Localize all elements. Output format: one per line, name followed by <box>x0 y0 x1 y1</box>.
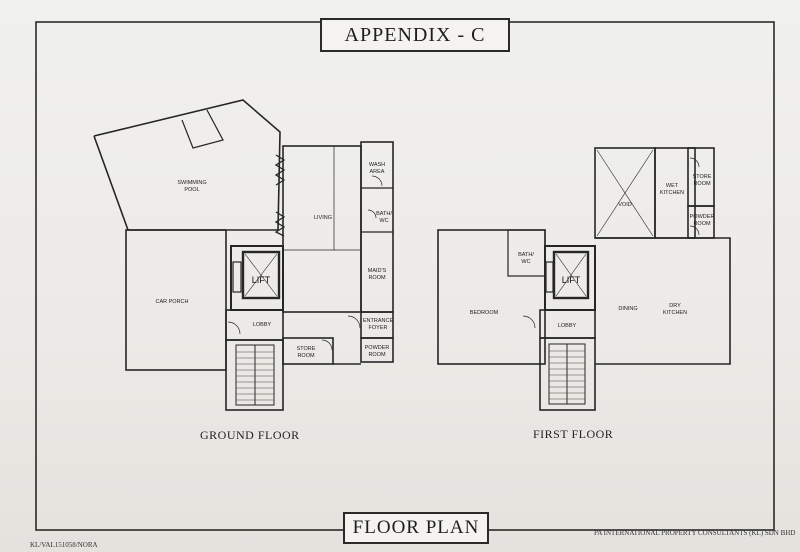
label-maids: MAID'S <box>368 268 387 274</box>
label-maids-room: ROOM <box>368 275 386 281</box>
foyer-door-arc <box>347 315 361 329</box>
label-car-porch: CAR PORCH <box>155 299 188 305</box>
label-dry-kitchen: KITCHEN <box>663 310 687 316</box>
ground-floor-caption: GROUND FLOOR <box>200 428 300 442</box>
label-bath-ff: BATH/ <box>518 252 534 258</box>
appendix-title-box: APPENDIX - C <box>320 18 510 52</box>
staircase-gf <box>225 339 284 411</box>
label-powder-room-ff: ROOM <box>693 221 711 227</box>
living-block <box>282 145 362 313</box>
wash-door-arc <box>371 175 383 187</box>
label-dining: DINING <box>618 306 637 312</box>
label-wash: WASH <box>369 162 385 168</box>
label-powder-ff: POWDER <box>690 214 715 220</box>
lobby-door-arc <box>227 321 241 335</box>
staircase-ff <box>539 337 596 411</box>
stair-treads-gf <box>236 351 274 401</box>
void-x2 <box>596 149 654 237</box>
bedroom-block <box>437 229 546 365</box>
label-living: LIVING <box>314 215 332 221</box>
floor-plan-title: FLOOR PLAN <box>352 517 480 538</box>
label-lift-ff: LIFT <box>562 275 581 285</box>
label-foyer: FOYER <box>369 325 388 331</box>
floor-plan-title-box: FLOOR PLAN <box>343 512 489 544</box>
label-powder-room-gf: ROOM <box>368 352 386 358</box>
car-porch <box>125 229 227 371</box>
dining-outline <box>595 237 731 365</box>
label-bedroom: BEDROOM <box>470 310 499 316</box>
label-wet: WET <box>666 183 679 189</box>
bath-door-arc <box>367 209 377 219</box>
label-lobby-ff: LOBBY <box>558 323 577 329</box>
consultant-name: PA INTERNATIONAL PROPERTY CONSULTANTS (K… <box>594 529 796 537</box>
outer-frame <box>35 21 775 531</box>
stair-treads-ff <box>549 350 585 400</box>
label-void: VOID <box>618 202 631 208</box>
ff-store-door <box>689 157 700 168</box>
store-door-arc <box>321 339 333 351</box>
ff-lobby-door <box>522 315 536 329</box>
label-dry: DRY <box>669 303 681 309</box>
label-store-ff: STORE <box>693 174 712 180</box>
label-entrance: ENTRANCE <box>363 318 394 324</box>
valuation-reference: KL/VAL151058/NORA <box>30 541 98 549</box>
label-wc-gf: WC <box>379 218 388 224</box>
first-floor-labels: VOID WET KITCHEN STORE ROOM POWDER ROOM … <box>470 174 715 329</box>
label-store-room-ff: ROOM <box>693 181 711 187</box>
appendix-title: APPENDIX - C <box>344 23 486 46</box>
powder-room-gf <box>360 337 394 363</box>
label-pool: POOL <box>184 187 199 193</box>
label-swimming: SWIMMING <box>177 180 206 186</box>
lift-x2-gf <box>244 253 278 297</box>
pool-notch <box>181 109 224 149</box>
label-store-room-gf: ROOM <box>297 353 315 359</box>
label-store-gf: STORE <box>297 346 316 352</box>
lift-shaft-gf <box>232 261 242 293</box>
pool-outline <box>93 99 281 231</box>
label-wet-kitchen: KITCHEN <box>660 190 684 196</box>
first-floor-caption: FIRST FLOOR <box>533 427 614 441</box>
lift-shaft-ff <box>545 261 554 293</box>
lift-x2-ff <box>555 253 587 297</box>
lift-car-ff <box>552 250 590 300</box>
pool-zigzag-upper <box>274 154 286 186</box>
label-lift-gf: LIFT <box>252 275 271 285</box>
label-wc-ff: WC <box>521 259 530 265</box>
first-floor-plan <box>437 147 731 411</box>
ground-floor-labels: SWIMMING POOL LIVING WASH AREA BATH/ WC … <box>155 162 393 359</box>
label-bath-gf: BATH/ <box>376 211 392 217</box>
ff-powder-door <box>689 225 700 236</box>
ground-floor-plan <box>93 99 394 411</box>
lift-car-gf <box>241 250 281 300</box>
label-lobby-gf: LOBBY <box>253 322 272 328</box>
label-area: AREA <box>370 169 385 175</box>
label-powder-gf: POWDER <box>365 345 390 351</box>
